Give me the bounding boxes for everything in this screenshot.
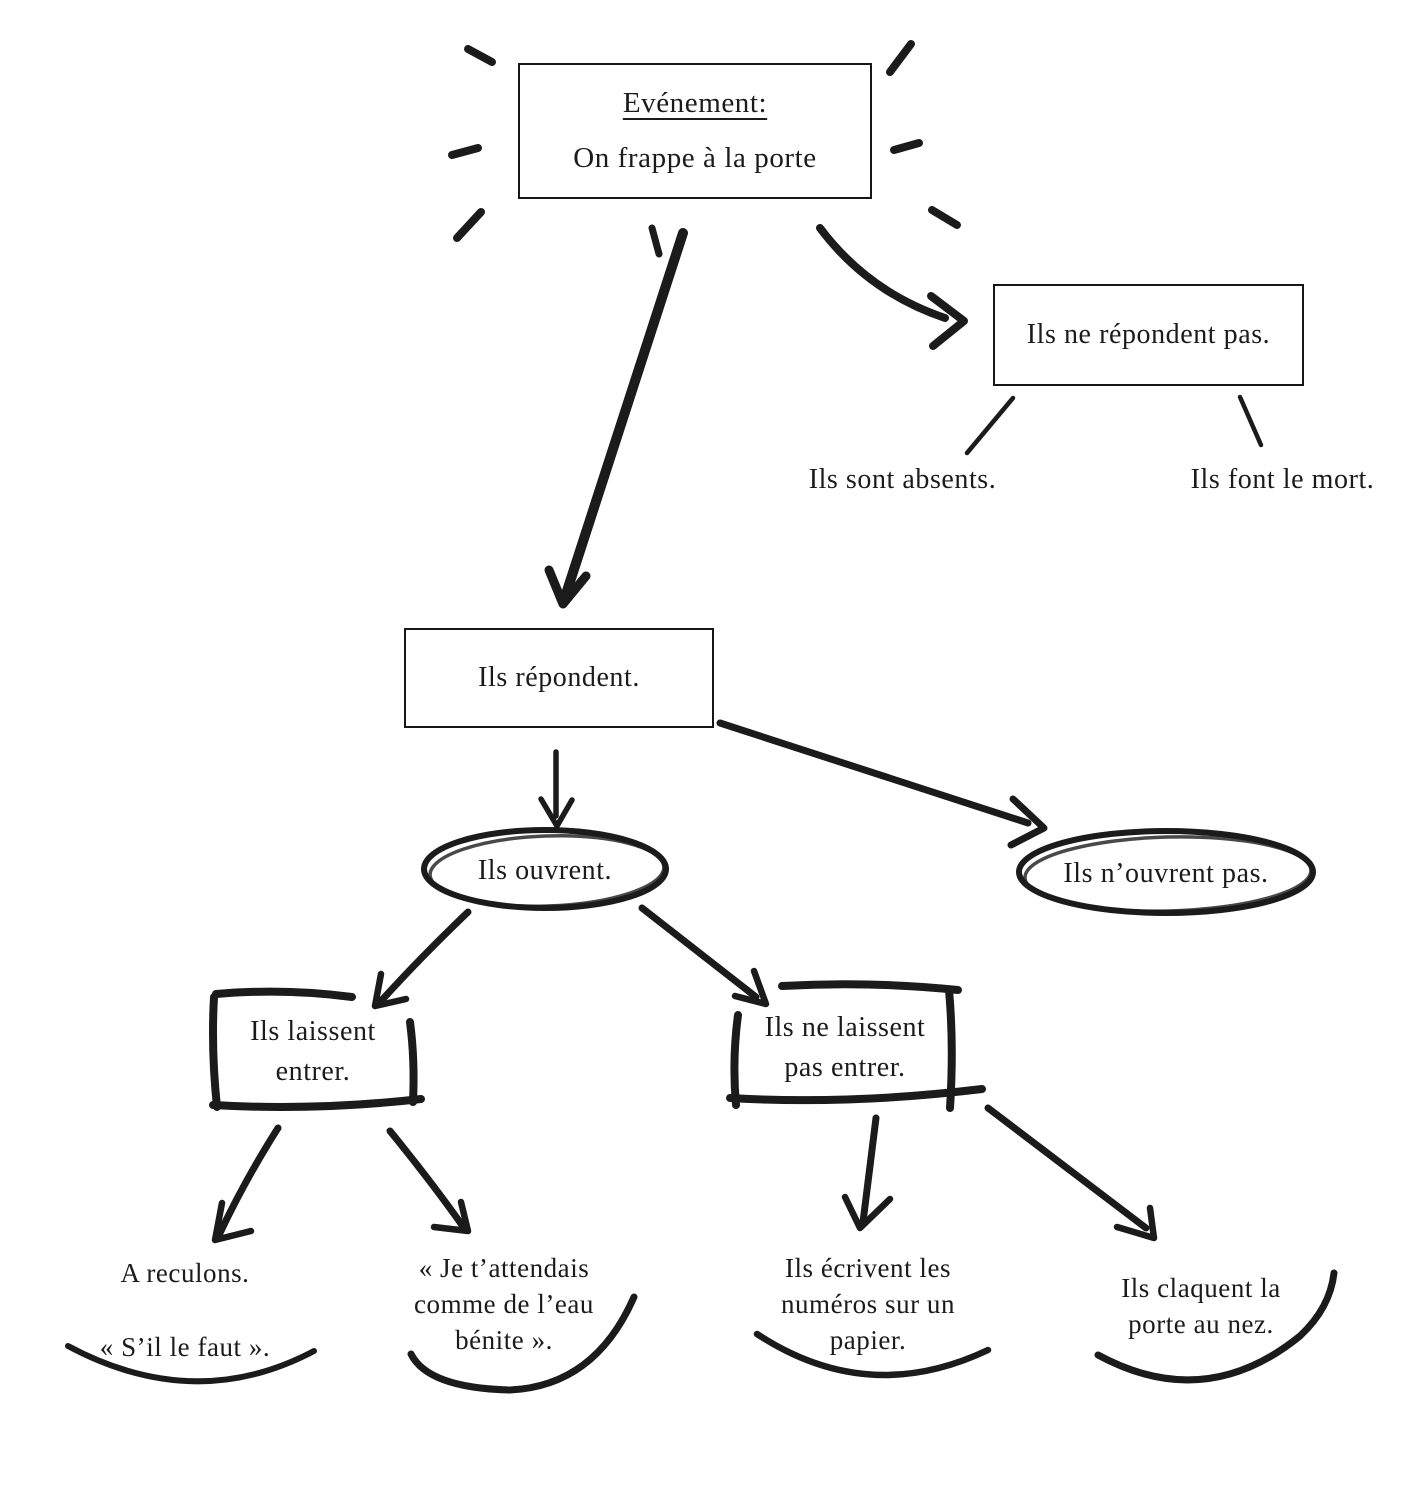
leaf-write-numbers-line1: Ils écrivent les [784,1253,952,1283]
open-node: Ils ouvrent. [477,855,613,886]
underline-arc-4-icon [1094,1269,1338,1384]
leaf-backwards: A reculons. « S’il le faut ». [70,1255,300,1365]
arrow-let-in-to-backwards-icon [211,1124,282,1244]
playing-dead-label: Ils font le mort. [1190,464,1375,495]
line-no-answer-to-dead-icon [1237,394,1264,448]
event-subtitle: On frappe à la porte [573,142,817,174]
underline-arc-1-icon [65,1343,317,1385]
event-node: Evénement: On frappe à la porte [518,63,872,199]
not-let-in-sketch-box-icon [726,980,986,1112]
leaf-slam-door-line1: Ils claquent la [1121,1273,1281,1303]
not-let-in-line2: pas entrer. [784,1051,906,1083]
leaf-awaited-line1: « Je t’attendais [418,1253,590,1283]
leaf-awaited-line2: comme de l’eau [414,1289,594,1320]
let-in-node: Ils laissent entrer. [223,1012,403,1092]
leaf-backwards-line1: A reculons. [120,1258,250,1288]
let-in-line2: entrer. [275,1055,351,1087]
arrow-open-to-not-let-in-icon [638,904,770,1008]
leaf-awaited: « Je t’attendais comme de l’eau bénite »… [398,1250,610,1359]
no-answer-label: Ils ne répondent pas. [1026,319,1271,350]
arrow-answer-to-open-icon [538,749,575,829]
underline-arc-2-icon [407,1293,638,1394]
not-open-ellipse-icon [1016,828,1316,916]
not-open-node: Ils n’ouvrent pas. [1063,858,1269,889]
leaf-write-numbers: Ils écrivent les numéros sur un papier. [760,1250,976,1359]
arrow-event-to-answer-icon [544,228,688,609]
line-no-answer-to-absent-icon [964,395,1016,456]
arrow-open-to-let-in-icon [371,908,472,1010]
leaf-slam-door-line2: porte au nez. [1128,1309,1274,1340]
underline-arc-3-icon [753,1330,992,1379]
leaf-write-numbers-line2: numéros sur un [780,1289,956,1320]
answer-node: Ils répondent. [404,628,714,728]
open-ellipse-icon [421,827,669,911]
leaf-awaited-line3: bénite ». [455,1325,553,1356]
leaf-backwards-line2: « S’il le faut ». [99,1332,271,1363]
event-title: Evénement: [622,87,768,119]
arrow-not-let-in-to-numbers-icon [841,1114,894,1232]
arrow-let-in-to-awaited-icon [386,1127,472,1235]
arrow-answer-to-not-open-icon [716,719,1048,849]
leaf-write-numbers-line3: papier. [829,1325,907,1356]
emphasis-rays-icon [448,40,961,258]
arrow-event-to-no-answer-icon [816,224,968,350]
not-let-in-node: Ils ne laissent pas entrer. [740,1008,950,1088]
no-answer-node: Ils ne répondent pas. [993,284,1304,386]
not-let-in-line1: Ils ne laissent [764,1012,926,1043]
answer-label: Ils répondent. [478,662,640,693]
leaf-slam-door: Ils claquent la porte au nez. [1096,1270,1306,1342]
let-in-sketch-box-icon [209,987,425,1111]
let-in-line1: Ils laissent [250,1016,376,1047]
absent-label: Ils sont absents. [808,464,997,495]
arrow-not-let-in-to-slam-icon [984,1104,1158,1242]
